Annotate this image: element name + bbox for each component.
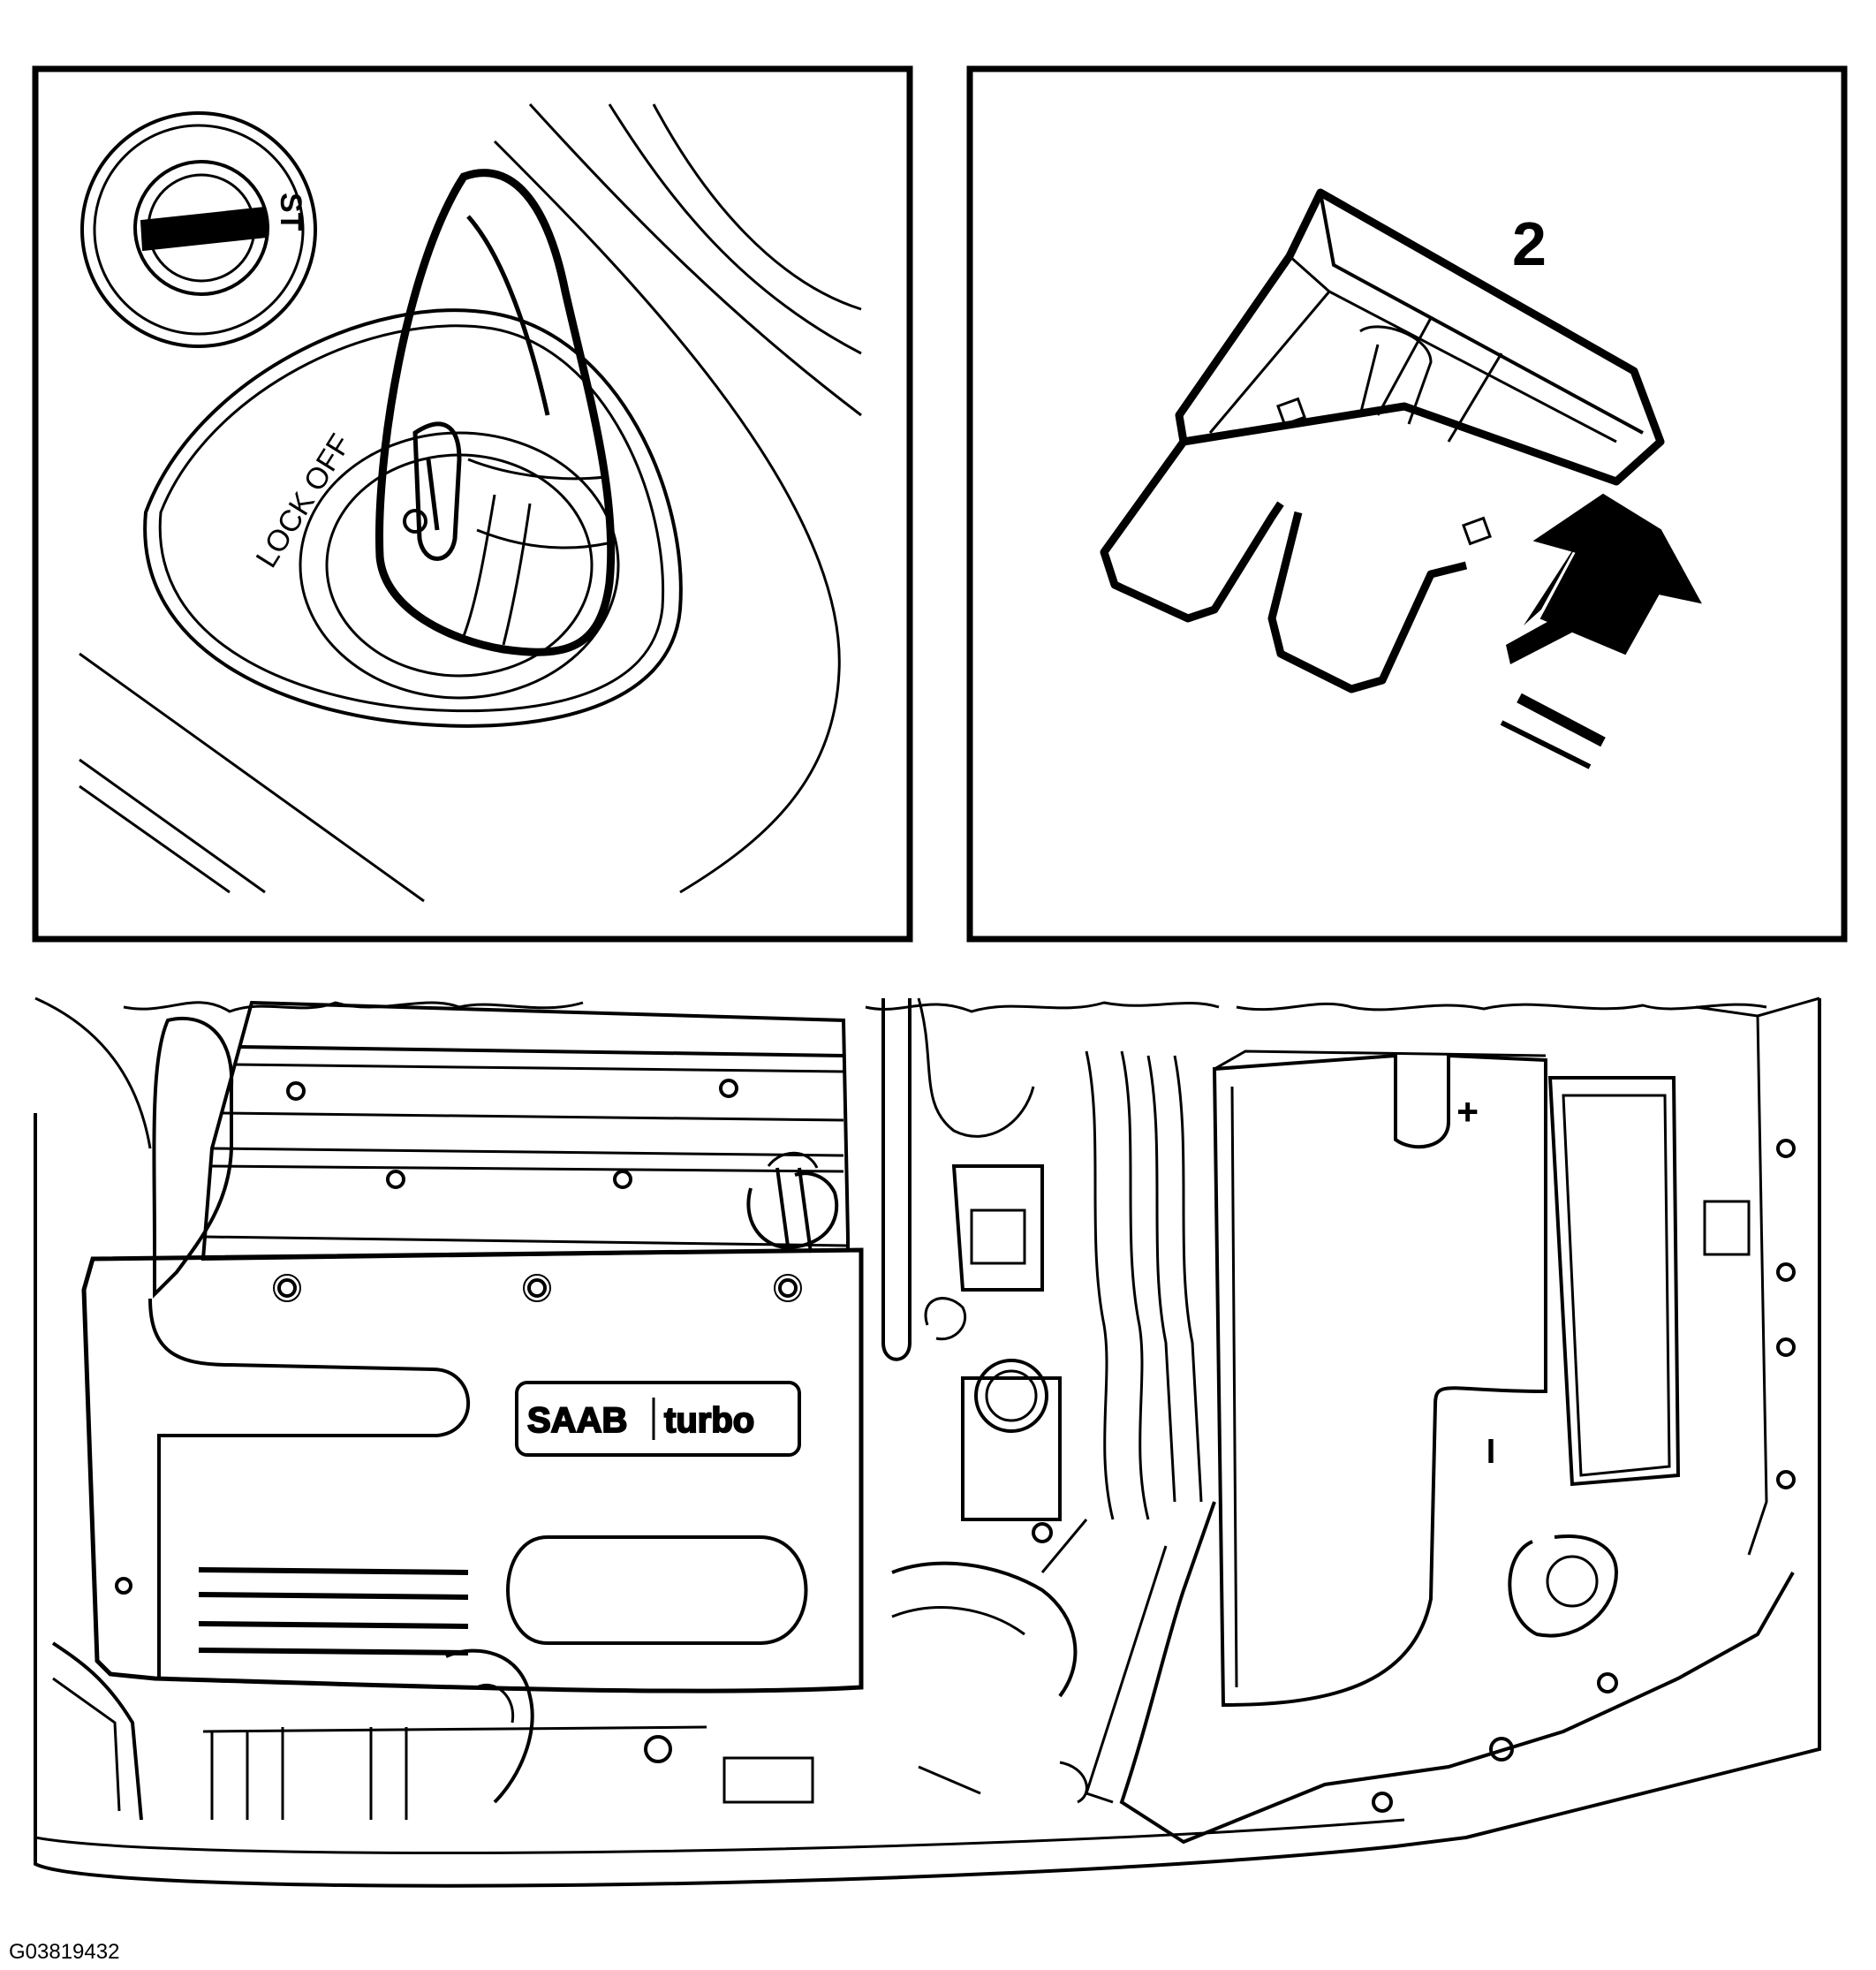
battery — [1212, 1049, 1681, 1708]
engine-bay-illustration: SAAB turbo — [34, 996, 1821, 1888]
figure-id: G03819432 — [9, 1940, 120, 1964]
ignition-dial — [80, 111, 317, 348]
fuse-prong-right — [1267, 511, 1468, 693]
ignition-dial-label: ST — [274, 193, 307, 231]
oil-filler-cap — [746, 1151, 839, 1254]
engine-cover — [81, 1247, 864, 1693]
ignition-surround — [143, 308, 683, 728]
fuse-panel-frame — [966, 65, 1848, 943]
saab-turbo-badge — [515, 1381, 801, 1457]
battery-negative-mark: I — [1486, 1433, 1495, 1469]
fuse-panel: 2 — [966, 65, 1848, 943]
ignition-panel: ST LOCK OFF — [32, 65, 913, 943]
ignition-panel-frame — [32, 65, 913, 943]
blade-fuse — [1100, 188, 1665, 693]
insertion-arrow — [1500, 493, 1702, 769]
badge-brand-text: SAAB — [527, 1401, 627, 1440]
badge-model-text: turbo — [664, 1401, 754, 1440]
battery-positive-mark: + — [1457, 1093, 1478, 1132]
ignition-key — [375, 169, 616, 656]
fuse-prong-left — [1100, 439, 1284, 623]
fuse-callout-number: 2 — [1512, 209, 1547, 278]
ignition-position-labels: LOCK OFF — [250, 428, 358, 573]
